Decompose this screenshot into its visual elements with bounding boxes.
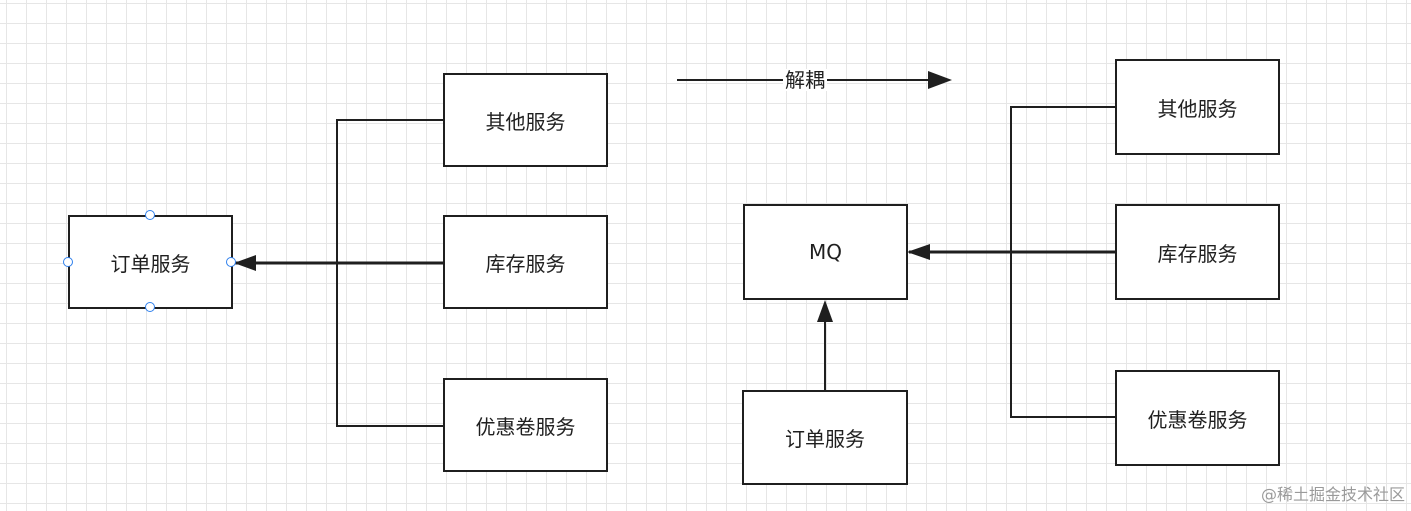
order-service-box-left[interactable]: 订单服务 <box>68 215 233 309</box>
selection-handle-right[interactable] <box>226 257 236 267</box>
connector-other-right <box>1010 106 1117 252</box>
coupon-service-box-right[interactable]: 优惠卷服务 <box>1115 370 1280 466</box>
other-service-label-right: 其他服务 <box>1157 96 1238 121</box>
other-service-box-left[interactable]: 其他服务 <box>443 73 608 167</box>
arrowhead-mq <box>907 244 930 260</box>
connector-other-left <box>336 119 445 263</box>
connector-coupon-right <box>1010 252 1117 418</box>
order-service-box-right[interactable]: 订单服务 <box>742 390 908 485</box>
coupon-service-label-right: 优惠卷服务 <box>1147 407 1248 432</box>
mq-box[interactable]: MQ <box>743 204 908 300</box>
connector-coupon-left <box>336 263 445 427</box>
inventory-service-box-right[interactable]: 库存服务 <box>1115 204 1280 300</box>
inventory-service-label-left: 库存服务 <box>485 251 566 276</box>
order-service-label-right: 订单服务 <box>785 427 865 451</box>
selection-handle-bottom[interactable] <box>145 302 155 312</box>
mq-label: MQ <box>809 240 842 264</box>
decouple-arrowhead <box>928 71 952 89</box>
decouple-label: 解耦 <box>783 68 827 92</box>
other-service-box-right[interactable]: 其他服务 <box>1115 59 1280 155</box>
watermark: @稀土掘金技术社区 <box>1260 485 1405 504</box>
coupon-service-box-left[interactable]: 优惠卷服务 <box>443 378 608 472</box>
selection-handle-top[interactable] <box>145 210 155 220</box>
coupon-service-label-left: 优惠卷服务 <box>475 414 576 439</box>
other-service-label-left: 其他服务 <box>485 109 566 134</box>
inventory-service-box-left[interactable]: 库存服务 <box>443 215 608 309</box>
arrowhead-order-service <box>234 255 256 271</box>
order-service-label-left: 订单服务 <box>110 251 191 276</box>
inventory-service-label-right: 库存服务 <box>1157 241 1238 266</box>
selection-handle-left[interactable] <box>63 257 73 267</box>
arrowhead-order-to-mq <box>817 300 833 322</box>
